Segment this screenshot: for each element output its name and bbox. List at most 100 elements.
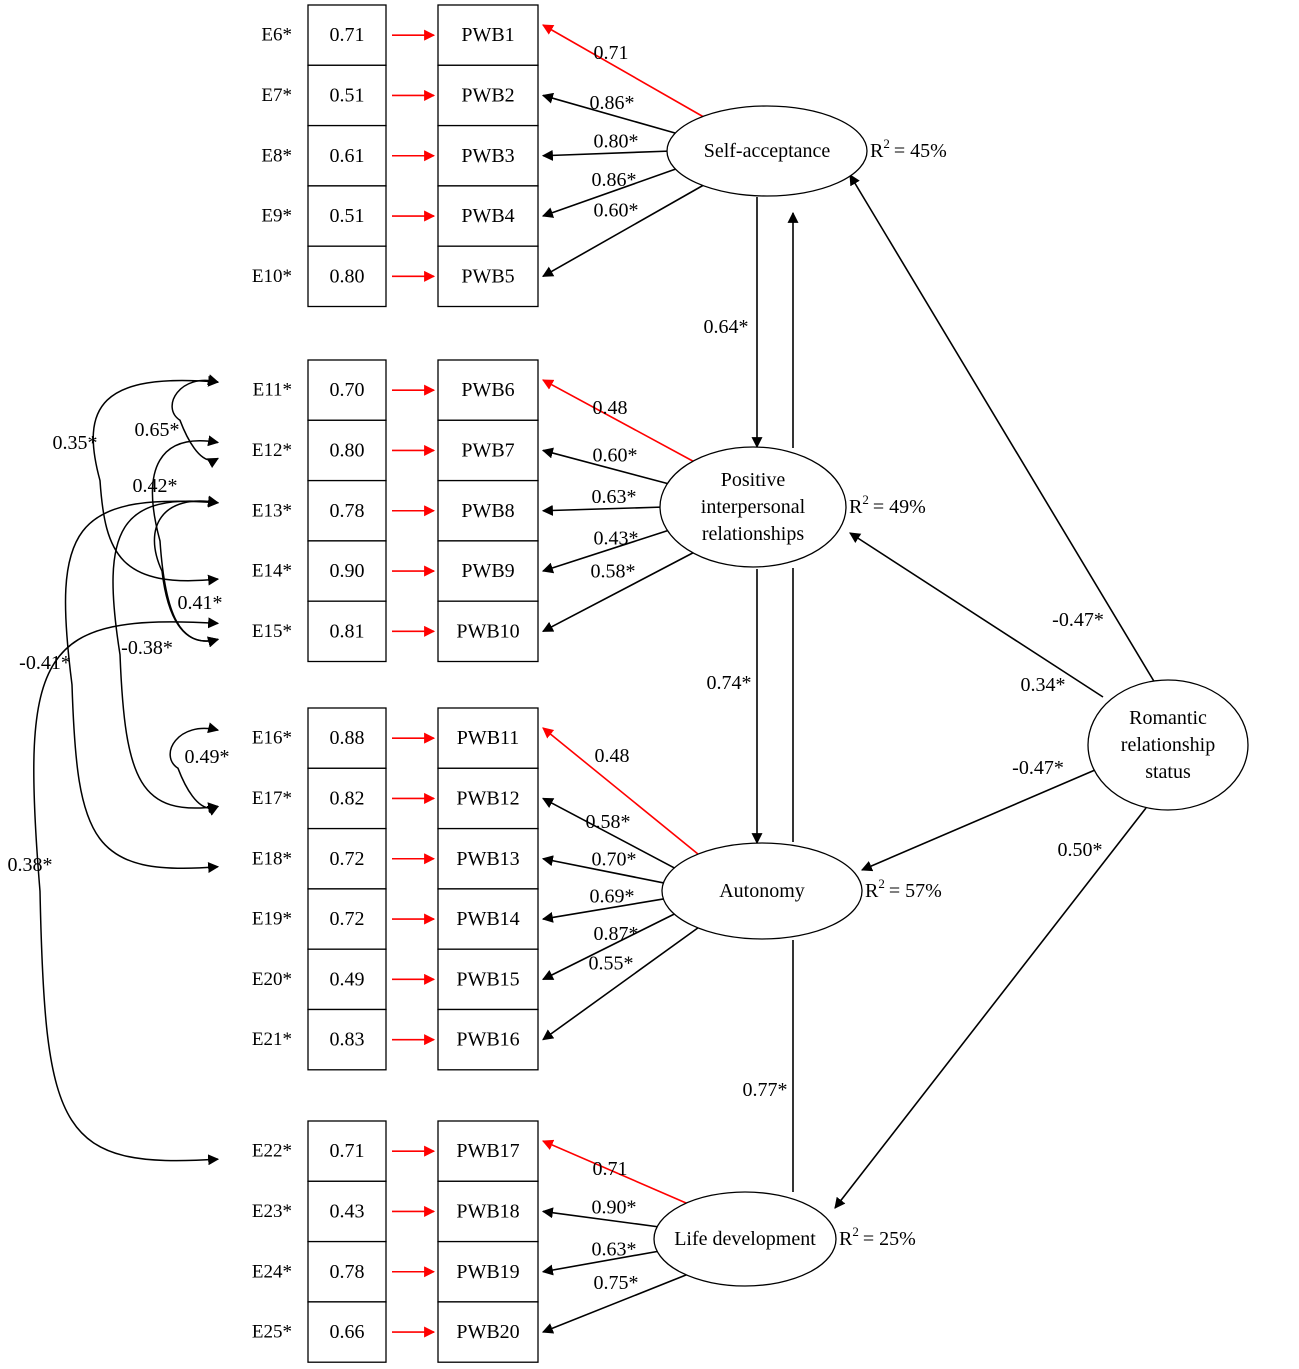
factor-loading-value: 0.80* xyxy=(594,130,639,152)
error-variance-box xyxy=(307,948,387,1011)
indicator-box xyxy=(437,1180,539,1243)
predictor-path-layer xyxy=(834,174,1156,1209)
error-variance-value: 0.83 xyxy=(330,1029,365,1051)
error-variance-box xyxy=(307,419,387,482)
error-term-label: E10* xyxy=(252,266,292,287)
indicator-label: PWB1 xyxy=(461,24,514,46)
indicator-box xyxy=(437,707,539,769)
error-covariance-arrow xyxy=(112,496,220,814)
indicator-box xyxy=(437,185,539,247)
r-squared-label: R2= 57% xyxy=(865,876,942,903)
indicator-label: PWB11 xyxy=(457,727,520,749)
error-term-label: E17* xyxy=(252,788,292,809)
error-covariance-value: -0.41* xyxy=(19,652,71,674)
latent-positive-interpersonal-relationships xyxy=(659,446,847,568)
error-term-label: E11* xyxy=(253,380,292,401)
indicator-label: PWB16 xyxy=(456,1029,519,1051)
factor-loading-arrow xyxy=(542,926,700,1041)
error-covariance-value: 0.41* xyxy=(178,592,223,614)
error-variance-box xyxy=(307,888,387,950)
error-variance-value: 0.51 xyxy=(330,205,365,227)
loading-arrow-layer xyxy=(392,24,705,1338)
error-covariance-value: 0.49* xyxy=(185,746,230,768)
error-variance-box xyxy=(307,1008,387,1071)
error-variance-box xyxy=(307,1120,387,1182)
r-squared-symbol: R xyxy=(870,140,884,162)
predictor-path-coefficient: -0.47* xyxy=(1052,609,1104,631)
indicator-label: PWB20 xyxy=(456,1321,519,1343)
indicator-label: PWB19 xyxy=(456,1261,519,1283)
latent-label: Positive xyxy=(721,469,786,491)
error-term-label: E23* xyxy=(252,1201,292,1222)
error-term-label: E18* xyxy=(252,848,292,869)
r-squared-superscript: 2 xyxy=(862,492,869,507)
factor-loading-value: 0.63* xyxy=(592,486,637,508)
factor-loading-value: 0.71 xyxy=(593,1158,628,1180)
error-variance-value: 0.72 xyxy=(330,908,365,930)
predictor-label: status xyxy=(1145,761,1191,783)
error-term-label: E16* xyxy=(252,728,292,749)
structural-path-coefficient: 0.74* xyxy=(707,672,752,694)
factor-loading-arrow xyxy=(541,92,680,135)
indicator-label: PWB6 xyxy=(461,379,514,401)
error-covariance-layer xyxy=(33,374,220,1166)
error-covariance-arrow xyxy=(171,374,220,469)
factor-loading-arrow xyxy=(542,24,705,118)
predictor-romantic-relationship-status xyxy=(1087,679,1249,811)
factor-loading-arrow xyxy=(542,797,678,871)
r-squared-value: = 49% xyxy=(873,496,926,518)
predictor-path-coefficient: -0.47* xyxy=(1012,757,1064,779)
indicator-label: PWB14 xyxy=(456,908,519,930)
indicator-box xyxy=(437,4,539,66)
factor-loading-value: 0.60* xyxy=(593,444,638,466)
r-squared-symbol: R xyxy=(865,880,879,902)
indicator-label: PWB9 xyxy=(461,560,514,582)
predictor-path-coefficient: 0.34* xyxy=(1021,674,1066,696)
indicator-label: PWB7 xyxy=(461,439,514,461)
factor-loading-arrow xyxy=(542,911,678,981)
r-squared-symbol: R xyxy=(849,496,863,518)
factor-loading-value: 0.63* xyxy=(592,1238,637,1260)
error-variance-value: 0.43 xyxy=(330,1200,365,1222)
error-variance-value: 0.80 xyxy=(330,439,365,461)
factor-loading-arrow xyxy=(542,379,695,463)
factor-loading-arrow xyxy=(541,504,665,516)
error-variance-box xyxy=(307,540,387,602)
error-variance-value: 0.71 xyxy=(330,1140,365,1162)
error-variance-value: 0.78 xyxy=(330,500,365,522)
predictor-path-arrow xyxy=(860,769,1096,872)
r-squared-superscript: 2 xyxy=(878,876,885,891)
error-term-label: E22* xyxy=(252,1141,292,1162)
predictor-path-coefficient: 0.50* xyxy=(1058,839,1103,861)
factor-loading-value: 0.90* xyxy=(592,1196,637,1218)
indicator-box xyxy=(437,359,539,421)
error-variance-value: 0.70 xyxy=(330,379,365,401)
error-variance-value: 0.51 xyxy=(330,84,365,106)
error-variance-box xyxy=(307,245,387,308)
indicator-label: PWB5 xyxy=(461,265,514,287)
factor-loading-arrow xyxy=(542,551,695,633)
error-term-label: E20* xyxy=(252,969,292,990)
structural-path-coefficient: 0.77* xyxy=(743,1079,788,1101)
error-variance-box xyxy=(307,1240,387,1303)
error-term-label: E12* xyxy=(252,440,292,461)
factor-loading-value: 0.70* xyxy=(592,848,637,870)
error-variance-box xyxy=(307,767,387,830)
error-term-label: E8* xyxy=(261,145,292,166)
error-term-label: E6* xyxy=(261,25,292,46)
latent-label: relationships xyxy=(702,523,804,545)
indicator-box xyxy=(437,827,539,890)
indicator-label: PWB12 xyxy=(456,787,519,809)
error-variance-value: 0.78 xyxy=(330,1261,365,1283)
indicator-label: PWB13 xyxy=(456,848,519,870)
indicator-label: PWB2 xyxy=(461,84,514,106)
indicator-box xyxy=(437,948,539,1011)
r-squared-label: R2= 25% xyxy=(839,1224,916,1251)
error-covariance-value: 0.35* xyxy=(53,432,98,454)
error-variance-box xyxy=(307,1180,387,1243)
latent-label: Autonomy xyxy=(719,880,805,902)
factor-loading-value: 0.86* xyxy=(590,92,635,114)
factor-loading-arrow xyxy=(541,149,673,161)
